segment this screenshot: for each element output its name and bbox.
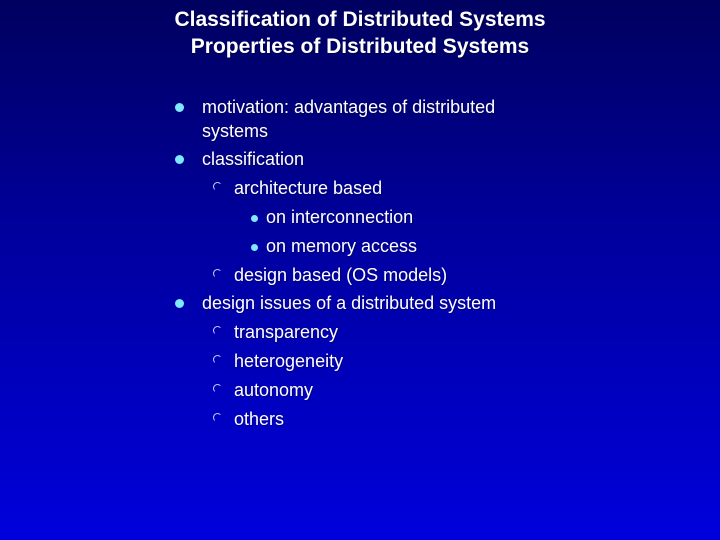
open-arc-bullet-icon bbox=[213, 269, 222, 278]
bullet-item: others bbox=[213, 405, 284, 434]
bullet-item: design issues of a distributed system bbox=[175, 289, 496, 318]
bullet-item: motivation: advantages of distributed bbox=[175, 93, 495, 122]
bullet-item: design based (OS models) bbox=[213, 261, 447, 290]
small-filled-circle-bullet-icon bbox=[251, 215, 258, 222]
bullet-item: architecture based bbox=[213, 174, 382, 203]
bullet-item: on interconnection bbox=[251, 203, 413, 232]
open-arc-bullet-icon bbox=[213, 326, 222, 335]
bullet-item: on memory access bbox=[251, 232, 417, 261]
open-arc-bullet-icon bbox=[213, 413, 222, 422]
bullet-item: heterogeneity bbox=[213, 347, 343, 376]
open-arc-bullet-icon bbox=[213, 182, 222, 191]
bullet-item: transparency bbox=[213, 318, 338, 347]
slide-title: Classification of Distributed Systems Pr… bbox=[0, 6, 720, 60]
filled-circle-bullet-icon bbox=[175, 299, 184, 308]
filled-circle-bullet-icon bbox=[175, 103, 184, 112]
filled-circle-bullet-icon bbox=[175, 155, 184, 164]
title-line-1: Classification of Distributed Systems bbox=[174, 8, 546, 31]
bullet-item: autonomy bbox=[213, 376, 313, 405]
title-line-2: Properties of Distributed Systems bbox=[190, 35, 530, 58]
small-filled-circle-bullet-icon bbox=[251, 244, 258, 251]
open-arc-bullet-icon bbox=[213, 355, 222, 364]
bullet-item-continuation: systems bbox=[202, 121, 269, 141]
bullet-item: classification bbox=[175, 145, 304, 174]
open-arc-bullet-icon bbox=[213, 384, 222, 393]
